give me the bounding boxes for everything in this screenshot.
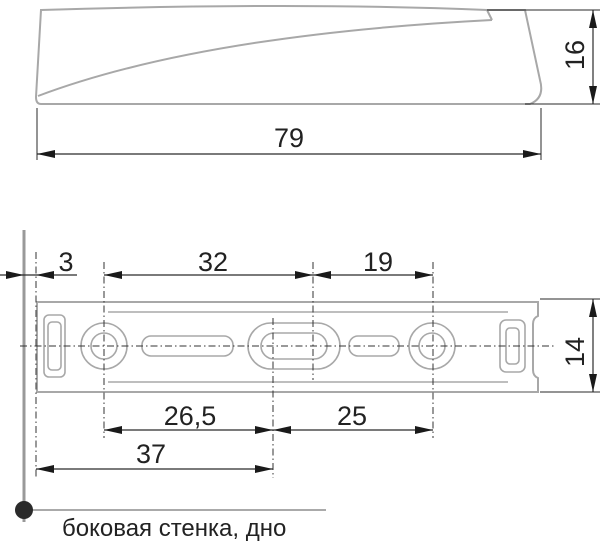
dim-label-length: 79: [274, 123, 304, 153]
caption-side-wall-bottom: боковая стенка, дно: [62, 515, 286, 542]
dim-label-hole-spacing-19: 19: [363, 247, 393, 277]
dim-label-37: 37: [136, 439, 166, 469]
dim-label-height: 16: [560, 40, 590, 70]
side-profile-curve: [37, 19, 493, 97]
wall-corner-marker: [15, 501, 33, 519]
side-view: 79 16: [34, 5, 600, 160]
dim-label-wall-offset: 3: [58, 247, 73, 277]
dim-label-hole-spacing-32: 32: [198, 247, 228, 277]
dim-label-26-5: 26,5: [164, 401, 217, 431]
top-view: 3 32 19 14 26,5 25 37 боковая: [0, 230, 600, 542]
mounting-plate-outline: [36, 301, 539, 393]
dim-label-width: 14: [560, 337, 590, 367]
dim-label-25: 25: [337, 401, 367, 431]
